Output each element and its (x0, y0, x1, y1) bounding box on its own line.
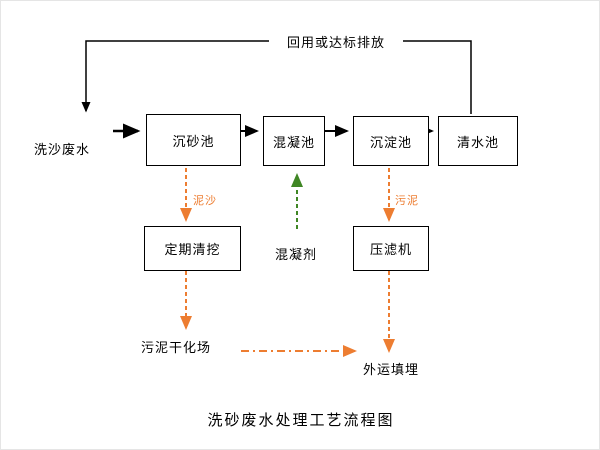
coagulant-label: 混凝剂 (275, 247, 318, 262)
sludge-drying-field-label: 污泥干化场 (141, 340, 212, 355)
sedimentation-tank-label: 沉淀池 (369, 134, 412, 150)
landfill-label: 外运填埋 (363, 362, 420, 377)
silt-flow-label: 泥沙 (193, 195, 217, 207)
grit-chamber-box: 沉砂池 (146, 114, 241, 166)
coagulation-tank-box: 混凝池 (263, 116, 325, 166)
coagulation-tank-label: 混凝池 (272, 134, 315, 150)
recycle-label: 回用或达标排放 (269, 32, 403, 51)
diagram-title: 洗砂废水处理工艺流程图 (207, 412, 395, 429)
filter-press-label: 压滤机 (369, 242, 412, 257)
sludge-flow-label: 污泥 (395, 195, 419, 207)
recycle-arrow (81, 40, 472, 114)
filter-press-box: 压滤机 (353, 226, 429, 271)
periodic-dredge-box: 定期清挖 (144, 226, 241, 271)
source-label: 洗沙废水 (34, 142, 91, 157)
clear-water-tank-box: 清水池 (438, 116, 518, 166)
sedimentation-tank-box: 沉淀池 (353, 116, 429, 166)
clear-water-tank-label: 清水池 (456, 134, 499, 150)
grit-chamber-label: 沉砂池 (172, 133, 215, 149)
periodic-dredge-label: 定期清挖 (164, 242, 221, 257)
